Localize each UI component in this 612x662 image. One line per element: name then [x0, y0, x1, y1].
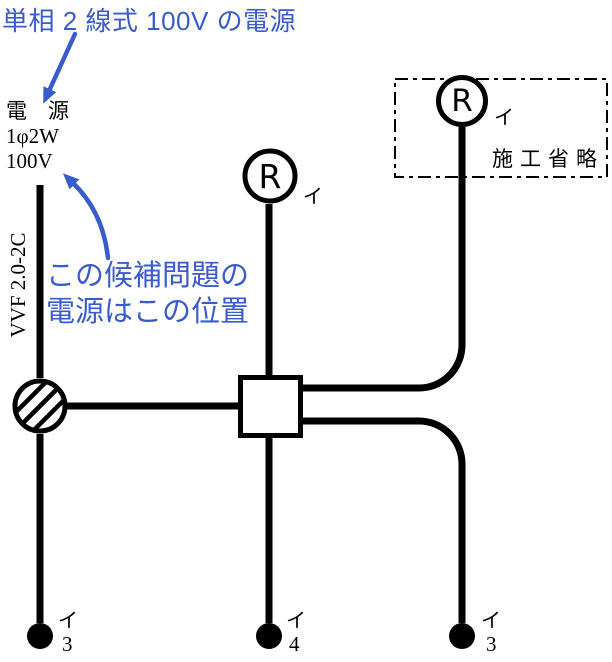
title-arrow	[43, 31, 78, 104]
power-source-voltage-label: 100V	[6, 149, 53, 173]
wire-box-to-top-right-receptacle	[303, 126, 466, 392]
receptacle-top-right-letter: R	[451, 83, 473, 119]
cable-type-label: VVF 2.0-2C	[6, 232, 30, 338]
receptacle-middle-symbol	[242, 148, 298, 204]
lamp-left-circuit: イ	[58, 610, 78, 632]
lamp-left-symbol	[27, 623, 53, 649]
junction-box-symbol	[238, 375, 303, 438]
power-source-phase-label: 1φ2W	[6, 124, 59, 148]
title-annotation: 単相 2 線式 100V の電源	[2, 6, 297, 36]
power-source-name-label: 電 源	[6, 99, 69, 123]
lamp-right-count: 3	[486, 632, 497, 656]
note-annotation: この候補問題の 電源はこの位置	[46, 258, 249, 330]
lamp-right-circuit: イ	[481, 610, 501, 632]
receptacle-top-right-circuit: イ	[494, 107, 514, 129]
omission-boundary-box	[394, 78, 608, 178]
receptacle-top-right-symbol	[436, 75, 488, 127]
lamp-middle-count: 4	[289, 632, 300, 656]
receptacle-middle-letter: R	[258, 157, 282, 196]
omission-label: 施工省略	[492, 147, 604, 171]
lamp-left-count: 3	[62, 632, 73, 656]
power-source-labels: 電 源 1φ2W 100V	[6, 99, 69, 174]
note-line2: 電源はこの位置	[46, 296, 250, 328]
power-source-symbol	[12, 378, 68, 434]
lamp-middle-circuit: イ	[286, 610, 306, 632]
note-line1: この候補問題の	[46, 260, 250, 292]
wire-box-to-right-lamp	[303, 417, 466, 623]
receptacle-middle-circuit: イ	[303, 186, 323, 208]
note-arrow	[62, 173, 111, 261]
lamp-middle-symbol	[256, 623, 282, 649]
lamp-right-symbol	[449, 623, 475, 649]
